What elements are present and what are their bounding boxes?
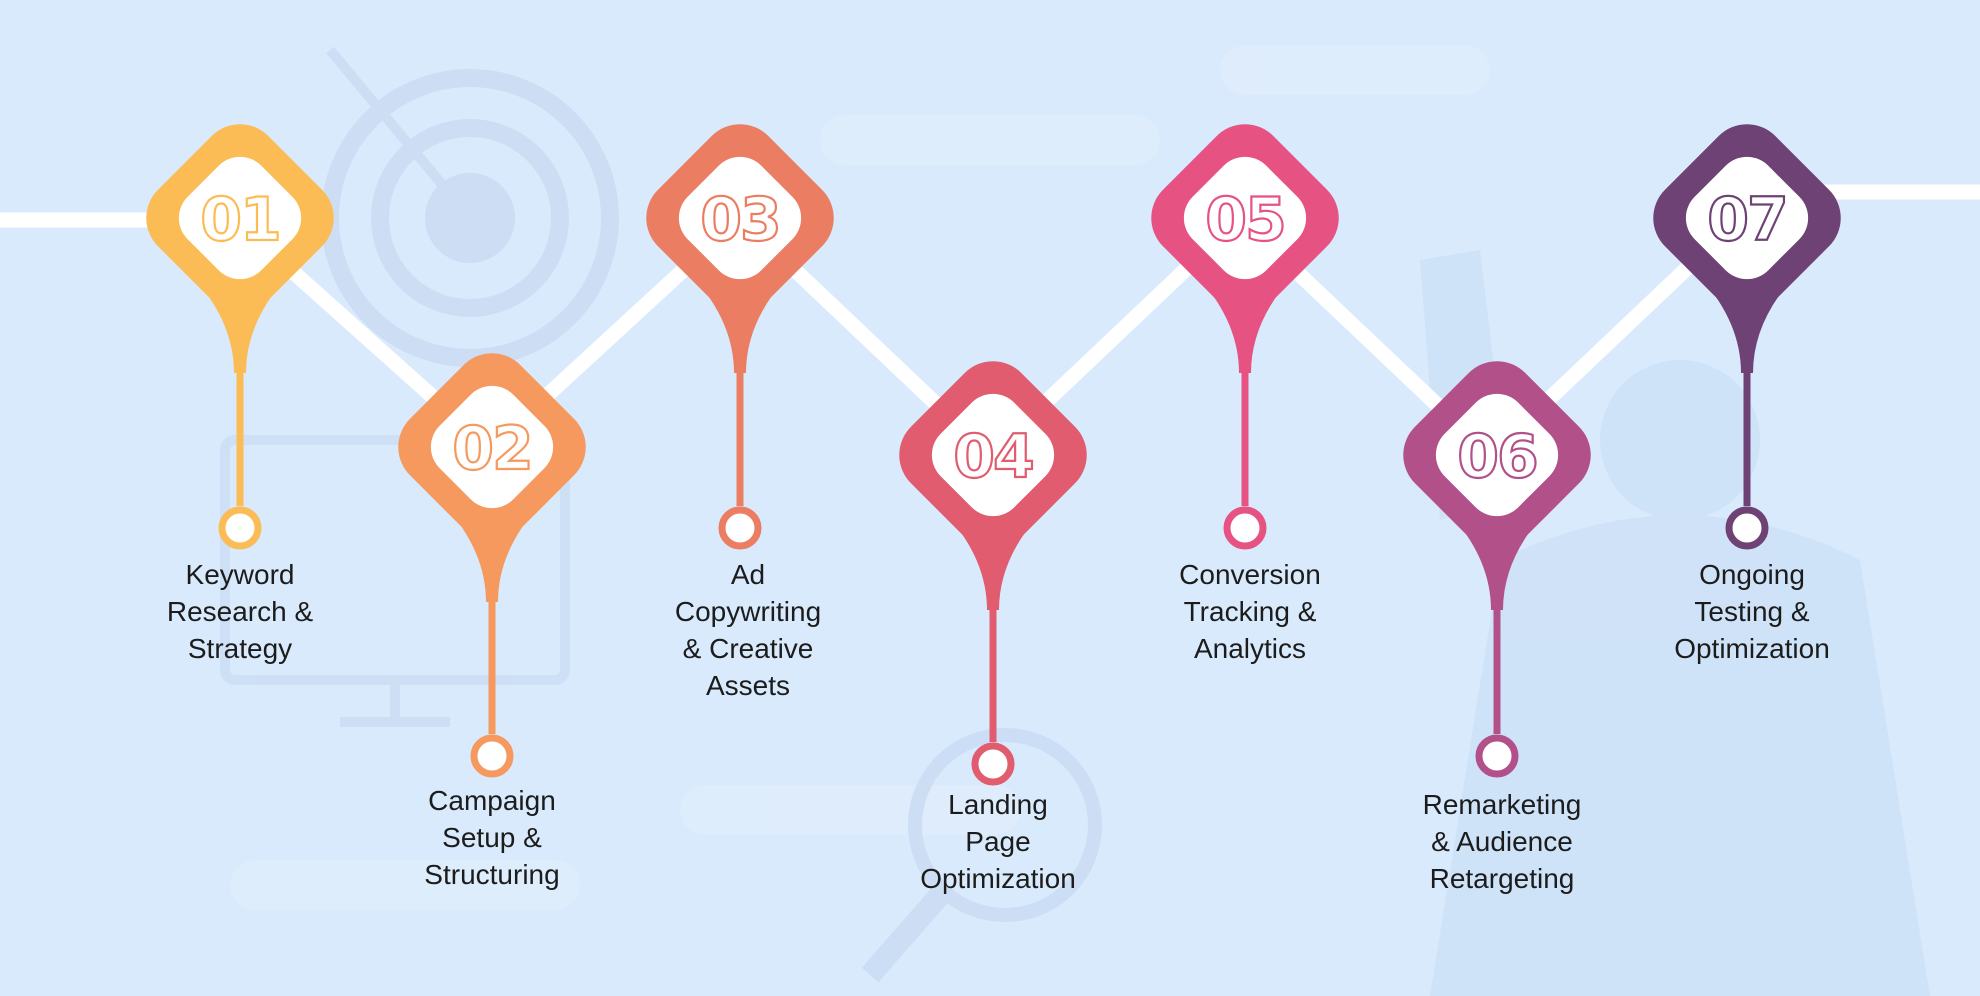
step-label-4: Landing Page Optimization	[920, 789, 1076, 894]
step-label-6: Remarketing & Audience Retargeting	[1422, 789, 1582, 894]
step-label-1: Keyword Research & Strategy	[166, 559, 314, 664]
pin-tail	[446, 507, 538, 602]
step-number: 02	[452, 414, 532, 484]
pin-stem	[236, 363, 244, 506]
pin-end-ring	[470, 734, 514, 778]
pin-end-ring	[718, 506, 762, 550]
step-number: 06	[1457, 422, 1537, 492]
step-pin-1: 01	[146, 124, 334, 550]
step-label-7: Ongoing Testing & Optimization	[1674, 559, 1830, 664]
step-number: 07	[1707, 185, 1787, 255]
pin-inner-diamond	[1685, 156, 1809, 280]
step-number: 01	[200, 185, 280, 255]
pin-inner-diamond	[178, 156, 302, 280]
pin-stem	[488, 592, 496, 734]
magnifier-icon	[861, 728, 1102, 983]
step-number: 03	[700, 185, 780, 255]
pin-stem	[1241, 363, 1249, 506]
pin-end-ring	[1475, 734, 1519, 778]
pin-inner-diamond	[430, 385, 554, 509]
pin-stem	[736, 363, 744, 506]
step-pin-2: 02	[398, 353, 586, 778]
search-bar-shape	[230, 45, 1490, 910]
pin-inner-diamond	[1183, 156, 1307, 280]
pin-end-ring	[218, 506, 262, 550]
background-illustration	[220, 45, 1930, 996]
pin-tail	[947, 515, 1039, 610]
pin-stem	[989, 600, 997, 742]
step-pin-3: 03	[646, 124, 834, 550]
step-pin-7: 07	[1653, 124, 1841, 550]
pin-inner-diamond	[678, 156, 802, 280]
pin-tail	[694, 278, 786, 373]
monitor-icon	[220, 435, 570, 727]
step-pin-4: 04	[899, 361, 1087, 786]
pin-end-ring	[1725, 506, 1769, 550]
step-label-5: Conversion Tracking & Analytics	[1179, 559, 1321, 664]
pin-tail	[194, 278, 286, 373]
pin-stem	[1743, 363, 1751, 506]
pin-inner-diamond	[1435, 393, 1559, 517]
pin-stem	[1493, 600, 1501, 734]
step-label-2: Campaign Setup & Structuring	[424, 785, 560, 890]
pin-tail	[1701, 278, 1793, 373]
step-pin-6: 06	[1403, 361, 1591, 778]
pin-end-ring	[971, 742, 1015, 786]
target-icon	[321, 46, 619, 367]
step-label-3: Ad Copywriting & Creative Assets	[674, 559, 822, 701]
pin-tail	[1199, 278, 1291, 373]
pin-inner-diamond	[931, 393, 1055, 517]
step-number: 05	[1205, 185, 1285, 255]
step-pin-5: 05	[1151, 124, 1339, 550]
pin-tail	[1451, 515, 1543, 610]
pin-end-ring	[1223, 506, 1267, 550]
step-number: 04	[953, 422, 1033, 492]
